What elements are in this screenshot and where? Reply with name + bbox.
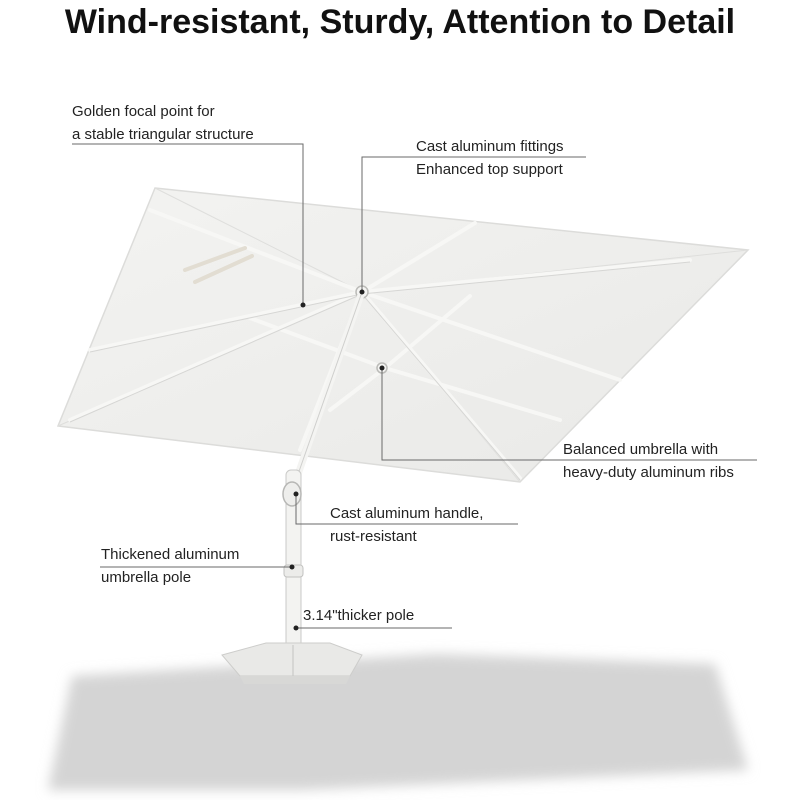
leader-dot-focal-point	[300, 302, 306, 308]
leader-dot-pole	[289, 564, 295, 570]
leader-line-handle	[295, 494, 518, 525]
callout-handle-line2: rust-resistant	[330, 528, 417, 545]
leader-dot-fittings	[359, 289, 365, 295]
leader-dot-ribs	[379, 365, 385, 371]
callout-thicker-pole: 3.14"thicker pole	[303, 604, 414, 627]
callout-handle: Cast aluminum handle, rust-resistant	[330, 502, 483, 548]
callout-handle-line1: Cast aluminum handle,	[330, 505, 484, 522]
callout-pole-line1: Thickened aluminum	[101, 546, 240, 563]
umbrella-base	[221, 642, 363, 684]
leader-dot-thicker-pole	[293, 625, 299, 631]
leader-dot-handle	[293, 491, 299, 497]
callout-pole-line2: umbrella pole	[101, 569, 192, 586]
ground-shadow	[48, 654, 748, 790]
callout-fittings: Cast aluminum fittings Enhanced top supp…	[416, 135, 564, 181]
callout-fittings-line2: Enhanced top support	[416, 161, 563, 178]
callout-thicker-pole-line1: 3.14"thicker pole	[303, 607, 415, 624]
callout-ribs-line1: Balanced umbrella with	[563, 441, 719, 458]
callout-ribs: Balanced umbrella with heavy-duty alumin…	[563, 438, 734, 484]
page-title: Wind-resistant, Sturdy, Attention to Det…	[64, 3, 736, 41]
callout-focal-point-line2: a stable triangular structure	[72, 126, 254, 143]
leader-lines	[72, 143, 757, 631]
callout-ribs-line2: heavy-duty aluminum ribs	[563, 464, 734, 481]
leader-line-fittings	[361, 156, 586, 290]
callout-fittings-line1: Cast aluminum fittings	[416, 138, 564, 155]
leader-line-focal-point	[72, 143, 304, 305]
side-struts	[183, 246, 254, 284]
callout-focal-point-line1: Golden focal point for	[72, 103, 215, 120]
leader-line-ribs	[381, 368, 757, 461]
rib-shading	[69, 261, 691, 481]
callout-pole: Thickened aluminum umbrella pole	[101, 543, 239, 589]
callout-focal-point: Golden focal point for a stable triangul…	[72, 100, 254, 146]
